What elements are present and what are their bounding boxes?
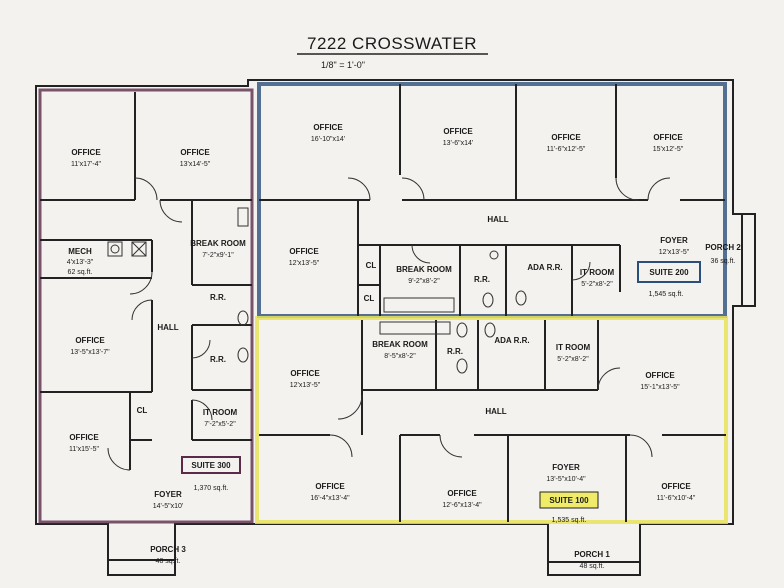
suite-300-boundary [38,88,254,524]
hall-300: HALL [157,323,178,332]
room-office-11-name: OFFICE [551,133,581,142]
room-office-10-dim: 13'-6"x14' [443,140,473,147]
room-office-2-name: OFFICE [180,148,210,157]
room-it-100-name: IT ROOM [556,343,591,352]
room-office-5-name: OFFICE [69,433,99,442]
room-foyer-100-dim: 13'-5"x10'-4" [546,476,586,483]
suite-300-label: SUITE 300 [191,461,231,470]
room-foyer-300-dim: 14'-5"x10' [153,503,183,510]
room-office-18-dim: 12'x13'-5" [290,382,321,389]
room-office-13-dim: 12'x13'-5" [289,260,320,267]
room-break-300-dim: 7'-2"x9'-1" [202,252,234,259]
room-mech-dim: 4'x13'-3" [67,259,94,266]
room-foyer-200-name: FOYER [660,236,688,245]
room-foyer-300-name: FOYER [154,490,182,499]
room-office-23-name: OFFICE [315,482,345,491]
suite-100-walls [259,320,726,522]
room-break-200-dim: 9'-2"x8'-2" [408,278,440,285]
room-office-11-dim: 11'-6"x12'-5" [547,146,586,153]
suite-200-area: 1,545 sq.ft. [649,291,684,298]
room-office-10-name: OFFICE [443,127,473,136]
room-rr-200: R.R. [474,275,490,284]
room-office-26-dim: 11'-6"x10'-4" [657,495,696,502]
room-office-5-dim: 11'x15'-5" [69,446,99,453]
suite-100-label: SUITE 100 [549,496,589,505]
porch-structures [107,213,756,576]
suite-300-tag-box [181,456,241,474]
room-rr-300b: R.R. [210,355,226,364]
room-office-1-dim: 11'x17'-4" [71,161,101,168]
room-office-12-name: OFFICE [653,133,683,142]
porch-2-name: PORCH 2 [705,243,741,252]
suite-200-walls [259,84,725,316]
room-it-300-dim: 7'-2"x5'-2" [204,421,236,428]
room-foyer-200-dim: 12'x13'-5" [659,249,690,256]
room-office-26-name: OFFICE [661,482,691,491]
room-ada-100: ADA R.R. [494,336,529,345]
door-swings [107,177,671,471]
room-break-100-name: BREAK ROOM [372,340,428,349]
room-mech-area: 62 sq.ft. [68,269,93,276]
room-office-24-dim: 12'-6"x13'-4" [442,502,482,509]
room-office-12-dim: 15'x12'-5" [653,146,684,153]
porch-2-area: 36 sq.ft. [711,258,736,265]
room-office-22-dim: 15'-1"x13'-5" [640,384,680,391]
room-break-100-dim: 8'-5"x8'-2" [384,353,416,360]
room-office-9-name: OFFICE [313,123,343,132]
room-break-300-name: BREAK ROOM [190,239,246,248]
room-it-100-dim: 5'-2"x8'-2" [557,356,589,363]
hall-200: HALL [487,215,508,224]
room-office-22-name: OFFICE [645,371,675,380]
room-it-200-dim: 5'-2"x8'-2" [581,281,613,288]
room-office-18-name: OFFICE [290,369,320,378]
suite-200-tag-box [637,261,701,283]
suite-100-tag-box [539,491,599,509]
room-office-13-name: OFFICE [289,247,319,256]
room-office-23-dim: 16'-4"x13'-4" [310,495,350,502]
room-office-1-name: OFFICE [71,148,101,157]
room-cl-200b: CL [364,294,375,303]
porch-3-name: PORCH 3 [150,545,186,554]
room-cl-200a: CL [366,261,377,270]
suite-100-boundary [255,316,728,524]
plan-scale: 1/8" = 1'-0" [321,60,365,70]
porch-1-name: PORCH 1 [574,550,610,559]
fixtures [107,207,527,374]
room-office-4-dim: 13'-5"x13'-7" [70,349,110,356]
room-office-9-dim: 16'-10"x14' [311,136,345,143]
plan-title: 7222 CROSSWATER [307,34,477,53]
suite-200-label: SUITE 200 [649,268,689,277]
room-office-2-dim: 13'x14'-5" [180,161,211,168]
porch-3-area: 48 sq.ft. [156,558,181,565]
room-break-200-name: BREAK ROOM [396,265,452,274]
room-mech-name: MECH [68,247,92,256]
room-rr-100: R.R. [447,347,463,356]
room-foyer-100-name: FOYER [552,463,580,472]
room-rr-300a: R.R. [210,293,226,302]
hall-100: HALL [485,407,506,416]
room-cl-300: CL [137,406,148,415]
suite-100-area: 1,535 sq.ft. [552,517,587,524]
room-office-4-name: OFFICE [75,336,105,345]
room-it-200-name: IT ROOM [580,268,615,277]
suite-300-area: 1,370 sq.ft. [194,485,229,492]
room-ada-200: ADA R.R. [527,263,562,272]
room-office-24-name: OFFICE [447,489,477,498]
room-it-300-name: IT ROOM [203,408,238,417]
porch-1-area: 48 sq.ft. [580,563,605,570]
